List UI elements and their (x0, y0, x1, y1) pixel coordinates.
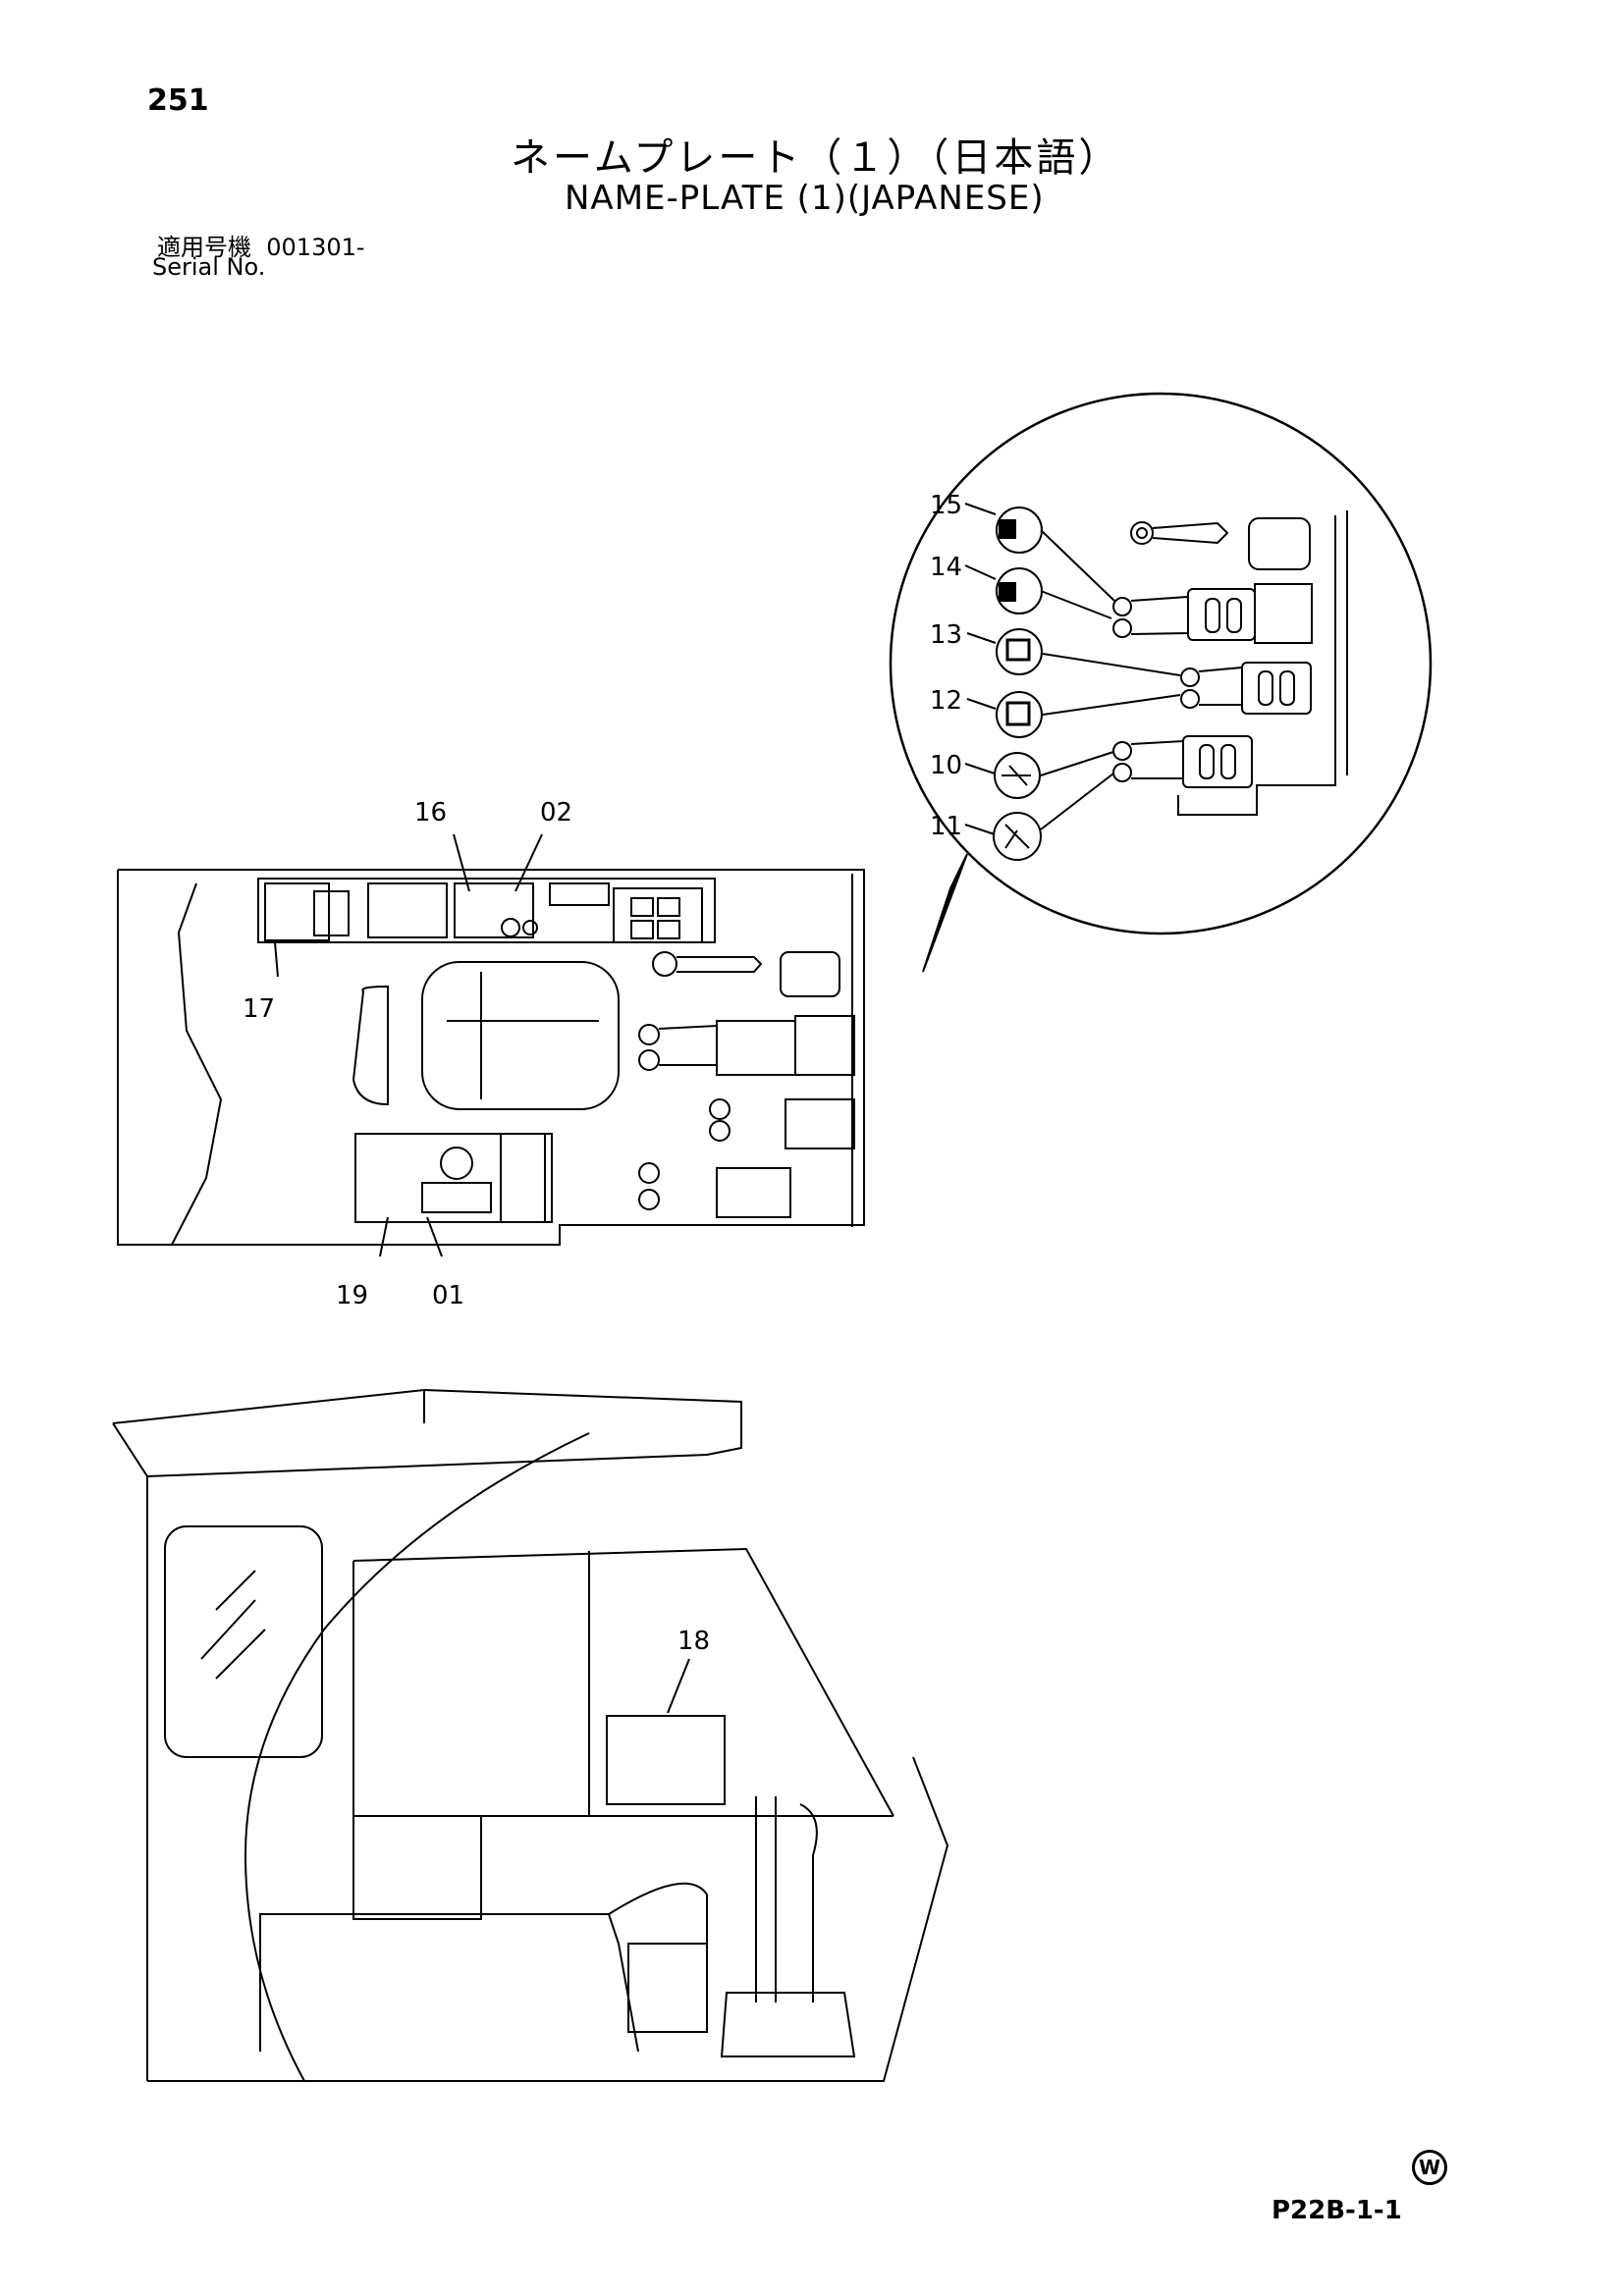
title-english: NAME-PLATE (1)(JAPANESE) (565, 179, 1045, 218)
serial-value: 001301- (266, 234, 365, 261)
callout-01: 01 (432, 1281, 464, 1310)
callout-10: 10 (930, 751, 962, 780)
decal-12 (996, 691, 1181, 738)
detail-view (889, 392, 1433, 973)
serial-label-english: Serial No. (152, 253, 266, 281)
decal-10 (994, 751, 1114, 799)
document-code: P22B-1-1 (1272, 2196, 1402, 2225)
callout-19: 19 (336, 1281, 368, 1310)
revision-mark: W (1412, 2150, 1447, 2185)
callout-17: 17 (243, 994, 275, 1024)
callout-18: 18 (677, 1627, 710, 1656)
cab-top-view (117, 833, 865, 1257)
callout-11: 11 (930, 812, 962, 841)
decal-13 (996, 628, 1181, 676)
callout-14: 14 (930, 553, 962, 582)
callout-02: 02 (540, 798, 572, 828)
decal-15 (996, 507, 1115, 602)
page-number: 251 (147, 83, 209, 118)
cab-side-view (112, 1388, 949, 2082)
serial-label-jp-text: 適用号機 (157, 234, 251, 261)
callout-15: 15 (930, 491, 962, 520)
decal-14 (996, 567, 1112, 619)
callout-16: 16 (414, 798, 447, 828)
callout-13: 13 (930, 620, 962, 650)
callout-12: 12 (930, 686, 962, 716)
serial-label-japanese: 適用号機 001301- (157, 228, 365, 262)
title-japanese: ネームプレート（１）（日本語） (511, 135, 1121, 181)
decal-11 (993, 773, 1114, 861)
